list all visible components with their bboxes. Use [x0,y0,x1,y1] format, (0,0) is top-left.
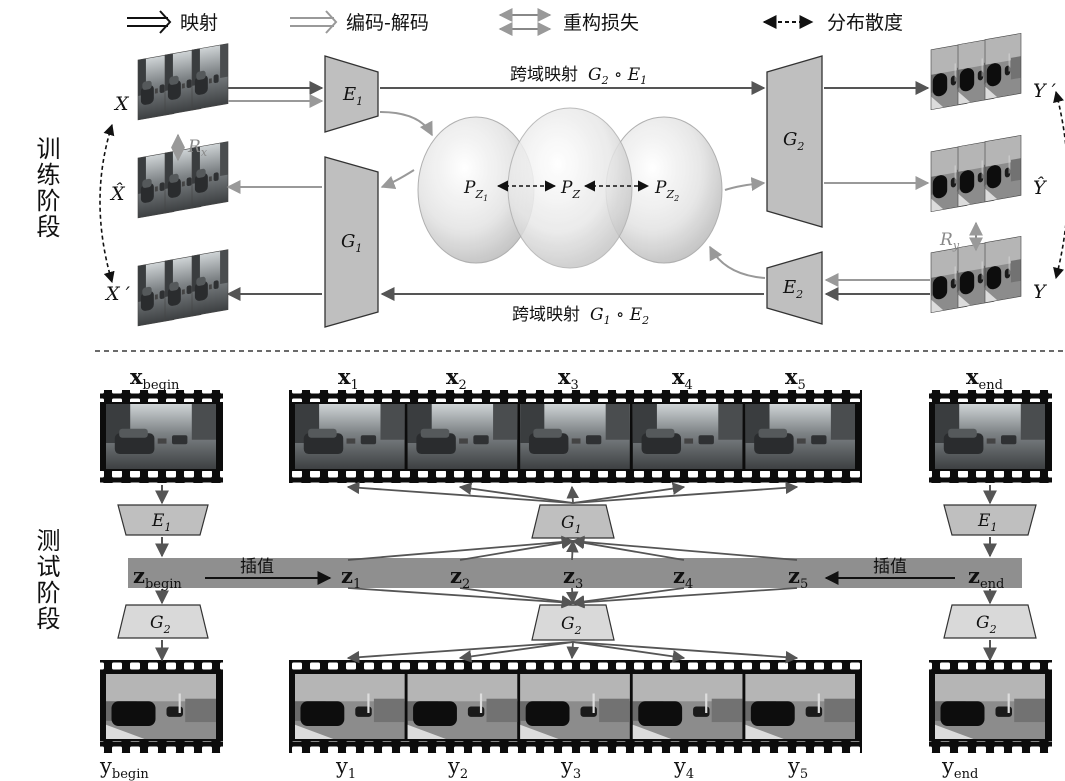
legend-divergence-label: 分布散度 [827,12,903,34]
arrow-g1-to-x4 [573,487,684,503]
stack-x-prime-frame [192,250,228,316]
legend-reconstruction-label: 重构损失 [563,12,639,34]
y3-label: y3 [560,754,581,781]
y5-label: y5 [787,754,808,781]
label-y: Y [1033,281,1048,303]
right-domain-labels: Y ′ Ŷ Y [1033,80,1057,303]
y-frame-labels: ybegin y1 y2 y3 y4 y5 yend [99,754,978,781]
film-y-end [929,660,1052,753]
film-y-sequence-frame-2 [408,674,518,739]
arrow-z4-to-g2 [573,588,684,603]
film-x-sequence [289,390,862,483]
arrow-g1-to-x2 [460,487,573,503]
phase-train-label: 训练阶段 [32,136,60,240]
legend-encode-decode-icon [290,11,336,33]
arrow-g1-to-x3 [572,487,573,503]
x5-label: x5 [785,364,806,393]
arrow-g2-to-y2 [460,642,573,658]
arrow-g2-to-y4 [573,642,684,658]
film-x-end-frame-1 [935,404,1045,469]
y1-label: y1 [335,754,356,781]
arrow-z1-to-g2 [348,588,573,603]
legend-mapping-icon [127,11,170,33]
x-frame-labels: xbegin x1 x2 x3 x4 x5 xend [130,364,1003,393]
film-y-sequence [289,660,862,753]
label-x: X [113,93,130,115]
label-y-prime: Y ′ [1033,80,1057,102]
stack-x-hat [138,142,228,218]
y-begin-label: ybegin [99,754,149,781]
arrow-z4-to-g1 [573,541,684,560]
film-y-begin-frame-1 [106,674,216,739]
right-divergence-curve [1056,92,1065,278]
film-x-begin [100,390,223,483]
arrow-z1-to-g1 [348,541,573,560]
arrow-z2-to-g2 [460,588,573,603]
film-x-end [929,390,1052,483]
film-y-begin [100,660,223,753]
cross-map-bottom-label: 跨域映射 [512,305,580,325]
label-x-prime: X ′ [104,283,131,305]
legend-reconstruction-icon [500,15,550,29]
arrow-g2-to-y5 [573,642,797,658]
arrow-g1-to-x1 [348,487,573,503]
arrow-g1-to-x5 [573,487,797,503]
film-x-begin-frame-1 [106,404,216,469]
arrow-z3-to-g2 [572,588,573,603]
phase-test-label: 测试阶段 [32,528,60,632]
legend-mapping-label: 映射 [180,12,218,34]
y-end-label: yend [941,754,978,781]
arrow-g2-to-y3 [572,642,573,658]
arrow-z3-to-g1 [572,541,573,560]
film-x-sequence-frame-4 [633,404,743,469]
film-y-end-frame-1 [935,674,1045,739]
film-y-sequence-frame-3 [520,674,630,739]
composite-bottom: G1 ∘ E2 [590,305,649,327]
x2-label: x2 [446,364,467,393]
film-y-sequence-frame-5 [745,674,855,739]
stack-x-frame [192,44,228,110]
arrow-z5-to-g1 [573,541,797,560]
x3-label: x3 [558,364,579,393]
film-x-sequence-frame-1 [295,404,405,469]
stack-y-prime [931,33,1021,109]
label-x-hat: X̂ [109,183,126,205]
stack-x [138,44,228,120]
left-domain-labels: X X̂ X ′ [104,93,131,305]
film-y-sequence-frame-4 [633,674,743,739]
label-y-hat: Ŷ [1033,176,1048,199]
interp-right-label: 插值 [873,557,907,577]
x-begin-label: xbegin [130,364,180,393]
arrow-g2-to-y1 [348,642,573,658]
stack-y-hat-frame [985,135,1021,201]
film-y-sequence-frame-1 [295,674,405,739]
film-x-sequence-frame-3 [520,404,630,469]
stack-x-prime [138,250,228,326]
cross-map-top-label: 跨域映射 [510,65,578,85]
x1-label: x1 [338,364,359,393]
stack-y-hat [931,135,1021,211]
x-end-label: xend [966,364,1003,393]
interp-left-label: 插值 [240,557,274,577]
legend: 映射 编码-解码 重构损失 分布散度 [127,11,903,34]
composite-top: G2 ∘ E1 [588,65,647,87]
x4-label: x4 [672,364,693,393]
legend-encode-decode-label: 编码-解码 [346,12,429,34]
y4-label: y4 [673,754,694,781]
arrow-z2-to-g1 [460,541,573,560]
film-x-sequence-frame-5 [745,404,855,469]
rx-label: Rx [187,137,208,159]
y2-label: y2 [447,754,468,781]
stack-y-prime-frame [985,33,1021,99]
film-x-sequence-frame-2 [408,404,518,469]
ry-label: Ry [939,230,960,252]
stack-y-frame [985,236,1021,302]
